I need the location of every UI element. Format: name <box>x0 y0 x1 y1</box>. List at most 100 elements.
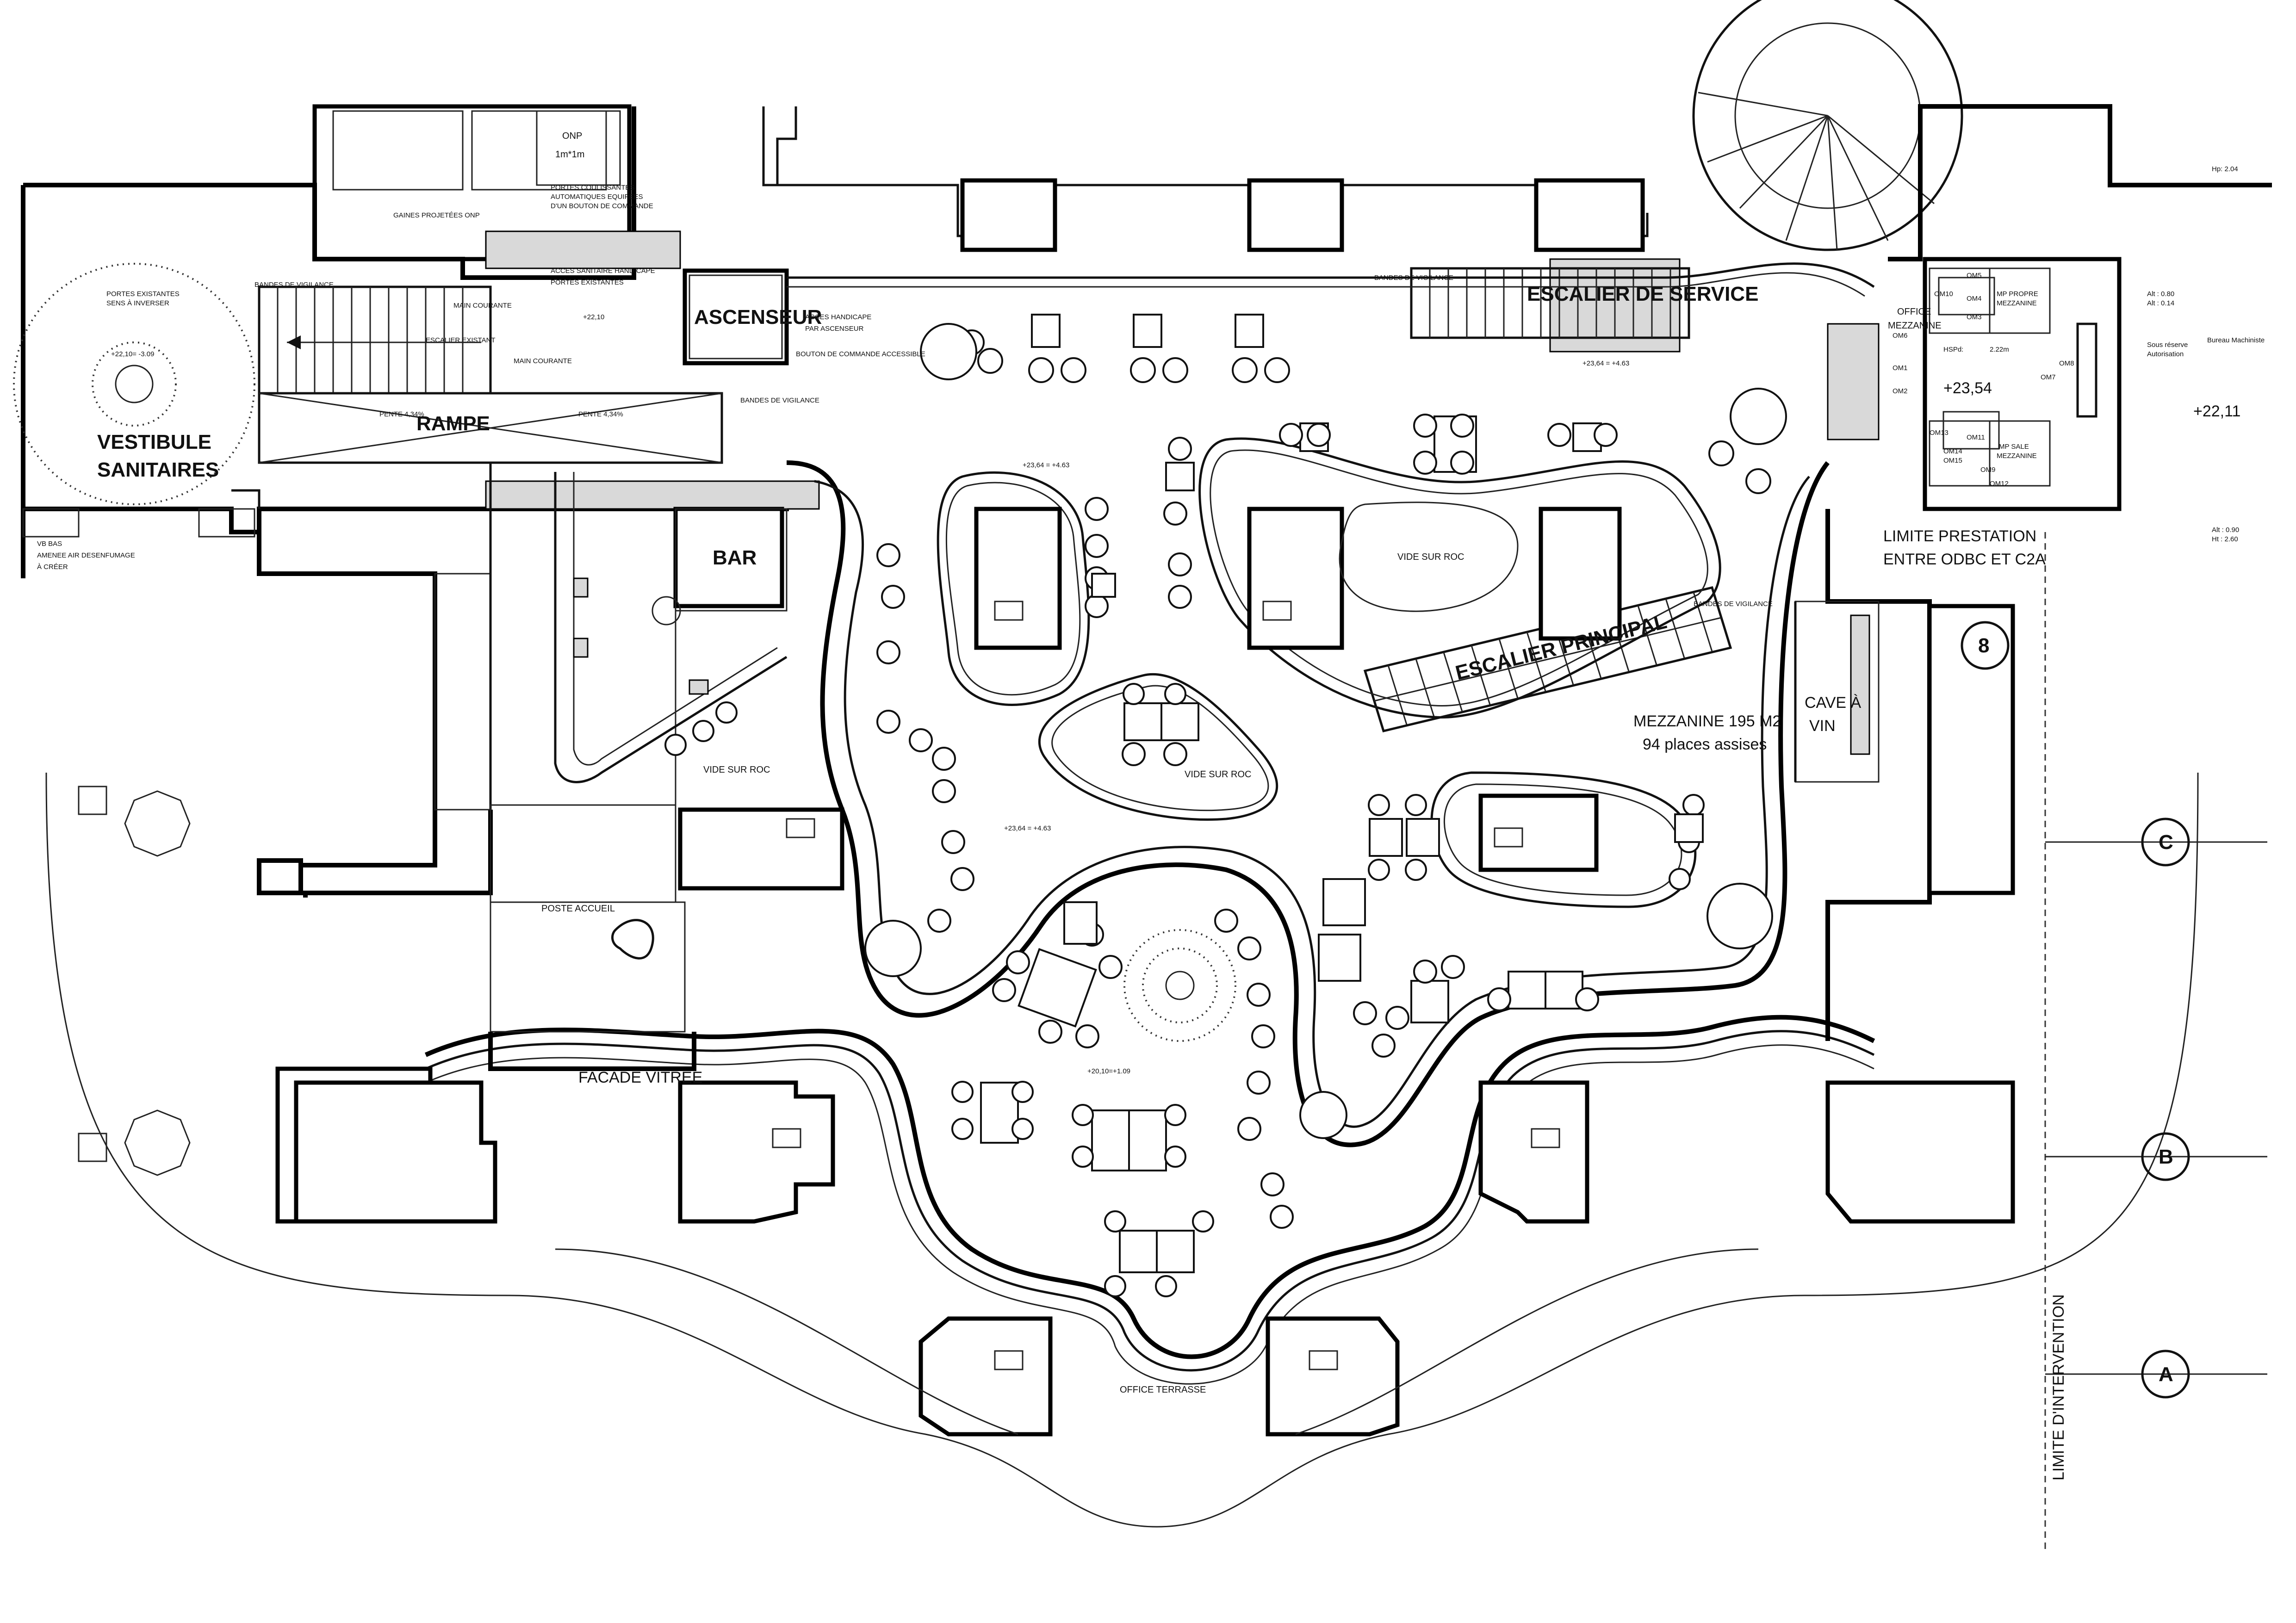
automatiques-note: AUTOMATIQUES EQUIPEES <box>551 193 643 201</box>
escalier-existant-note: ESCALIER EXISTANT <box>426 336 496 344</box>
room-code-om9: OM9 <box>1980 466 1996 474</box>
top-building-walls <box>21 0 2272 578</box>
sous-reserve-label-2: Autorisation <box>2147 350 2184 358</box>
vide-sur-roc-label-3: VIDE SUR ROC <box>1397 552 1464 562</box>
sens-inverser-note: SENS À INVERSER <box>106 299 169 307</box>
level-l3: +23,64 = +4.63 <box>1023 461 1069 469</box>
room-code-om7: OM7 <box>2041 373 2056 381</box>
vide-sur-roc-label-1: VIDE SUR ROC <box>703 765 770 775</box>
bandes-vigilance-note-1: BANDES DE VIGILANCE <box>254 281 334 289</box>
pente-note-1: PENTE 4,34% <box>379 410 424 418</box>
room-code-om6: OM6 <box>1893 332 1908 340</box>
seating <box>864 314 1787 1297</box>
room-code-om14: OM14 <box>1943 447 1962 455</box>
mp-sale-label-2: MEZZANINE <box>1997 452 2037 460</box>
spiral-staircase <box>1692 0 1963 251</box>
escalier-service-label: ESCALIER DE SERVICE <box>1527 283 1758 305</box>
room-code-om2: OM2 <box>1893 387 1908 395</box>
room-code-om11: OM11 <box>1967 434 1985 441</box>
room-code-om4: OM4 <box>1967 295 1982 303</box>
office-mezzanine-label-2: MEZZANINE <box>1888 321 1942 331</box>
gaines-note: GAINES PROJETÉES ONP <box>393 211 480 219</box>
limite-prestation-label-2: ENTRE ODBC ET C2A <box>1883 551 2046 568</box>
portes-existantes-note-2: PORTES EXISTANTES <box>106 290 180 298</box>
cave-a-vin-label-2: VIN <box>1809 717 1836 735</box>
office-mezzanine-label-1: OFFICE <box>1897 307 1931 317</box>
room-code-om5: OM5 <box>1967 272 1982 279</box>
bureau-machiniste-label: Bureau Machiniste <box>2207 336 2265 344</box>
places-assises-label: 94 places assises <box>1643 736 1767 753</box>
acces-sanitaire-note: ACCES SANITAIRE HANDICAPE <box>551 267 655 275</box>
ramp <box>258 392 723 464</box>
rampe-label: RAMPE <box>416 412 490 435</box>
level-alt1: Alt : 0.80 <box>2147 290 2174 298</box>
level-hp: Hp: 2.04 <box>2212 165 2238 173</box>
limite-prestation-label-1: LIMITE PRESTATION <box>1883 527 2036 545</box>
limite-intervention-label: LIMITE D'INTERVENTION <box>2050 1294 2067 1481</box>
par-ascenseur-note: PAR ASCENSEUR <box>805 325 864 333</box>
vide-sur-roc-label-2: VIDE SUR ROC <box>1185 769 1251 780</box>
room-code-om15: OM15 <box>1943 457 1962 465</box>
level-l6: +23,54 <box>1943 379 1992 397</box>
islands <box>937 437 1721 908</box>
level-l4: +23,64 = +4.63 <box>1582 359 1629 367</box>
bar-label: BAR <box>713 546 757 569</box>
service-staircase <box>787 262 1875 339</box>
lower-buildings <box>78 509 2015 1437</box>
main-courante-note: MAIN COURANTE <box>514 357 572 365</box>
room-code-om12: OM12 <box>1990 480 2009 488</box>
onp-label-2: 1m*1m <box>555 149 584 160</box>
terrace-curves <box>45 532 2267 1550</box>
right-service-rooms <box>1794 267 2097 783</box>
portes-coulissantes-note: PORTES COULISSANTES <box>551 184 634 192</box>
office-terrasse-label: OFFICE TERRASSE <box>1120 1385 1206 1395</box>
grid-marker-a: A <box>2159 1363 2173 1386</box>
vb-bas-note: VB BAS <box>37 540 62 548</box>
a-creer-note: À CRÉER <box>37 563 68 571</box>
facade-vitree-label: FACADE VITREE <box>578 1069 702 1086</box>
existing-staircase <box>258 285 492 395</box>
mezzanine-area-label: MEZZANINE 195 M2 <box>1633 712 1781 730</box>
sous-reserve-label-1: Sous réserve <box>2147 341 2188 349</box>
vestibule-label: VESTIBULE <box>97 431 211 453</box>
grid-marker-c: C <box>2159 831 2173 854</box>
hsp-value-label: 2.22m <box>1990 346 2009 353</box>
grid-marker-8: 8 <box>1978 634 1989 657</box>
room-code-om3: OM3 <box>1967 313 1982 321</box>
mp-propre-label-1: MP PROPRE <box>1997 290 2038 298</box>
grid-marker-b: B <box>2159 1146 2173 1168</box>
poste-accueil-label: POSTE ACCUEIL <box>541 904 615 914</box>
room-code-om8: OM8 <box>2059 359 2074 367</box>
bandes-vigilance-note-2: BANDES DE VIGILANCE <box>740 396 819 404</box>
mezzanine-outline <box>424 460 1875 1385</box>
vestibule <box>13 263 255 538</box>
bouton-commande-note: BOUTON DE COMMANDE ACCESSIBLE <box>796 350 925 358</box>
room-code-om13: OM13 <box>1930 429 1948 437</box>
level-alt4: Ht : 2.60 <box>2212 535 2238 543</box>
main-courante-note-2: MAIN COURANTE <box>453 302 512 310</box>
level-l5: +23,64 = +4.63 <box>1004 824 1051 832</box>
cave-a-vin-label-1: CAVE À <box>1805 694 1862 712</box>
acces-handicape-note: ACCES HANDICAPE <box>805 313 871 321</box>
level-l2: +22,10= -3.09 <box>111 350 154 358</box>
mp-sale-label-1: MP SALE <box>1999 443 2029 451</box>
bouton-note: D'UN BOUTON DE COMMANDE <box>551 202 653 210</box>
portes-existantes-note: PORTES EXISTANTES <box>551 279 624 286</box>
bandes-vigilance-note-4: BANDES DE VIGILANCE <box>1694 600 1773 608</box>
level-alt3: Alt : 0.90 <box>2212 526 2239 534</box>
level-l7: +22,11 <box>2193 403 2240 420</box>
level-alt2: Alt : 0.14 <box>2147 299 2174 307</box>
bandes-vigilance-note-3: BANDES DE VIGILANCE <box>1374 274 1453 282</box>
grid-markers <box>1961 621 2190 1399</box>
mp-propre-label-2: MEZZANINE <box>1997 299 2037 307</box>
level-l8: +20,10=+1.09 <box>1087 1067 1130 1075</box>
room-code-om1: OM1 <box>1893 364 1908 372</box>
onp-label-1: ONP <box>562 131 582 141</box>
sanitaires-label: SANITAIRES <box>97 458 219 481</box>
hsp-label: HSPd: <box>1943 346 1963 353</box>
pente-note-2: PENTE 4,34% <box>578 410 623 418</box>
ascenseur-label: ASCENSEUR <box>694 306 822 328</box>
room-code-om10: OM10 <box>1934 290 1953 298</box>
amenee-air-note: AMENEE AIR DESENFUMAGE <box>37 551 135 559</box>
